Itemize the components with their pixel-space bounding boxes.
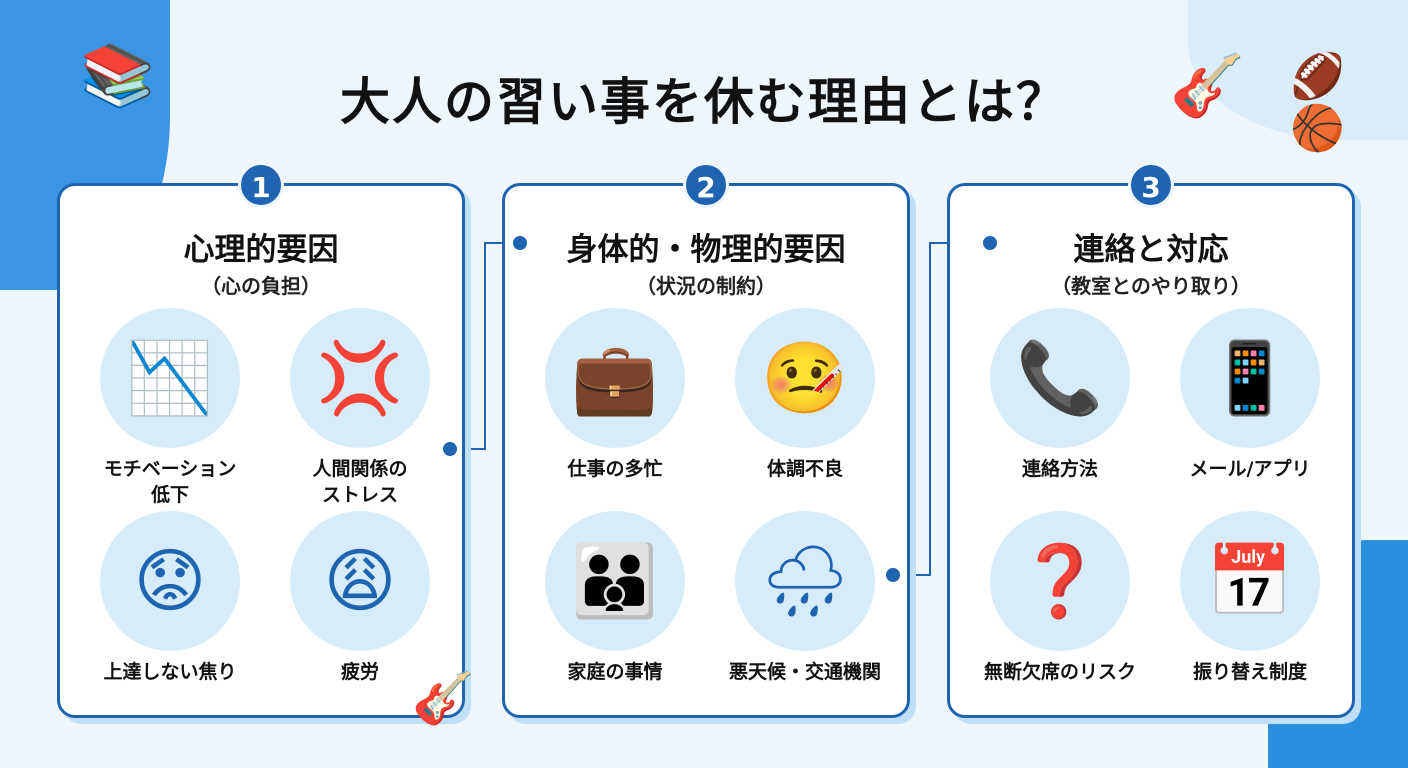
panel-2: 2 身体的・物理的要因 （状況の制約） 💼 仕事の多忙 🤒 体調不良 👪 家庭の…	[502, 162, 910, 718]
step-number-badge: 1	[238, 162, 284, 208]
down-trend-icon: 📉	[100, 308, 240, 448]
item-label: モチベーション 低下	[103, 458, 237, 506]
panel-subtitle: （状況の制約）	[636, 274, 776, 298]
list-item: 😟 上達しない焦り	[75, 511, 265, 685]
connector-line	[893, 574, 931, 576]
guitar-music-icon: 🎸	[1170, 51, 1245, 121]
connector-dot	[886, 568, 900, 582]
panel-subtitle: （教室とのやり取り）	[1051, 274, 1251, 298]
list-item: 😩 疲労	[265, 511, 455, 685]
balls-icon: 🏈🏀	[1290, 51, 1345, 154]
family-icon: 👪	[545, 511, 685, 651]
item-label: 疲労	[340, 661, 379, 683]
connector-dot	[513, 236, 527, 250]
item-label: 無断欠席のリスク	[983, 661, 1136, 683]
list-item: 🌧 悪天候・交通機関	[710, 511, 900, 685]
sick-icon: 🤒	[735, 308, 875, 448]
list-item: 📞 連絡方法	[965, 308, 1155, 482]
item-label: 振り替え制度	[1192, 661, 1307, 683]
list-item: 💢 人間関係の ストレス	[265, 308, 455, 508]
list-item: 📅 振り替え制度	[1155, 511, 1345, 685]
panel-subtitle: （心の負担）	[201, 274, 321, 298]
question-businessman-icon: ❓	[990, 511, 1130, 651]
connector-dot	[983, 236, 997, 250]
guitar-icon: 🎸	[412, 669, 475, 727]
item-label: 体調不良	[766, 458, 843, 480]
panel-title: 心理的要因	[183, 232, 339, 268]
list-item: 📱 メール/アプリ	[1155, 308, 1345, 482]
panel-title: 連絡と対応	[1073, 232, 1229, 268]
item-label: 仕事の多忙	[567, 458, 663, 480]
connector-line	[484, 242, 486, 450]
panel-title: 身体的・物理的要因	[566, 232, 846, 268]
busy-work-icon: 💼	[545, 308, 685, 448]
list-item: ❓ 無断欠席のリスク	[965, 511, 1155, 685]
panel-1: 1 心理的要因 （心の負担） 📉 モチベーション 低下 💢 人間関係の ストレス…	[57, 162, 465, 718]
calendar-swap-icon: 📅	[1180, 511, 1320, 651]
panel-3: 3 連絡と対応 （教室とのやり取り） 📞 連絡方法 📱 メール/アプリ ❓ 無断…	[947, 162, 1355, 718]
list-item: 💼 仕事の多忙	[520, 308, 710, 482]
item-label: 悪天候・交通機関	[728, 661, 881, 683]
smartphone-message-icon: 📱	[1180, 308, 1320, 448]
books-icon: 📚	[80, 41, 155, 111]
connector-line	[929, 242, 931, 576]
step-number-badge: 3	[1128, 162, 1174, 208]
page-title: 大人の習い事を休む理由とは？	[340, 73, 1068, 131]
item-label: 連絡方法	[1021, 458, 1098, 480]
step-number-badge: 2	[683, 162, 729, 208]
argument-icon: 💢	[290, 308, 430, 448]
connector-dot	[443, 442, 457, 456]
list-item: 📉 モチベーション 低下	[75, 308, 265, 508]
list-item: 🤒 体調不良	[710, 308, 900, 482]
weather-transit-icon: 🌧	[735, 511, 875, 651]
phone-icon: 📞	[990, 308, 1130, 448]
item-label: メール/アプリ	[1189, 458, 1311, 480]
list-item: 👪 家庭の事情	[520, 511, 710, 685]
connector-line	[450, 448, 486, 450]
item-label: 上達しない焦り	[103, 661, 237, 683]
tired-icon: 😩	[290, 511, 430, 651]
item-label: 家庭の事情	[567, 661, 663, 683]
worried-icon: 😟	[100, 511, 240, 651]
item-label: 人間関係の ストレス	[312, 458, 408, 506]
